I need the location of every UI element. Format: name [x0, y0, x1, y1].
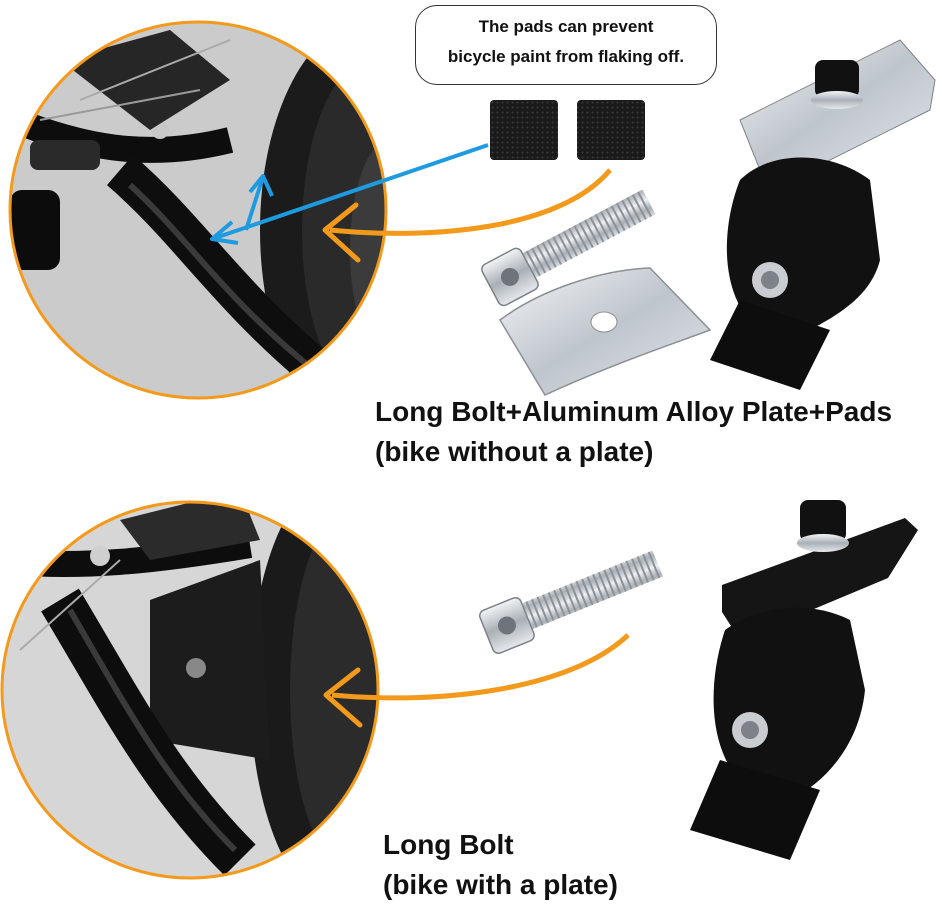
- orange-arrow-icon: [323, 633, 630, 728]
- top-closeup-photo: [10, 22, 386, 398]
- orange-arrow-icon: [322, 168, 612, 263]
- caption-with-pads-line-1: Long Bolt+Aluminum Alloy Plate+Pads: [375, 396, 893, 427]
- pads-info-callout: The pads can prevent bicycle paint from …: [415, 5, 717, 85]
- callout-line-2: bicycle paint from flaking off.: [447, 47, 685, 66]
- blue-pointer-arrow-icon: [210, 143, 489, 245]
- bottom-closeup-ring: [0, 500, 380, 880]
- caption-with-pads-line-2: (bike without a plate): [375, 436, 654, 467]
- bottom-closeup-photo: [2, 502, 378, 878]
- training-wheel-bracket-top: [710, 39, 936, 390]
- callout-line-1: The pads can prevent: [478, 17, 654, 36]
- aluminum-alloy-plate: [499, 267, 712, 396]
- caption-bolt-only-line-1: Long Bolt: [383, 829, 514, 860]
- rubber-pads: [490, 100, 645, 160]
- training-wheel-bracket-bottom: [690, 500, 918, 860]
- rubber-pad-right: [577, 100, 645, 160]
- caption-bolt-only-line-2: (bike with a plate): [383, 869, 618, 900]
- long-bolt-top: [481, 189, 656, 307]
- long-bolt-bottom: [478, 550, 663, 654]
- rubber-pad-left: [490, 100, 558, 160]
- caption-bolt-only: Long Bolt (bike with a plate): [383, 825, 618, 905]
- top-closeup-ring: [8, 20, 388, 400]
- caption-with-pads: Long Bolt+Aluminum Alloy Plate+Pads (bik…: [375, 392, 892, 472]
